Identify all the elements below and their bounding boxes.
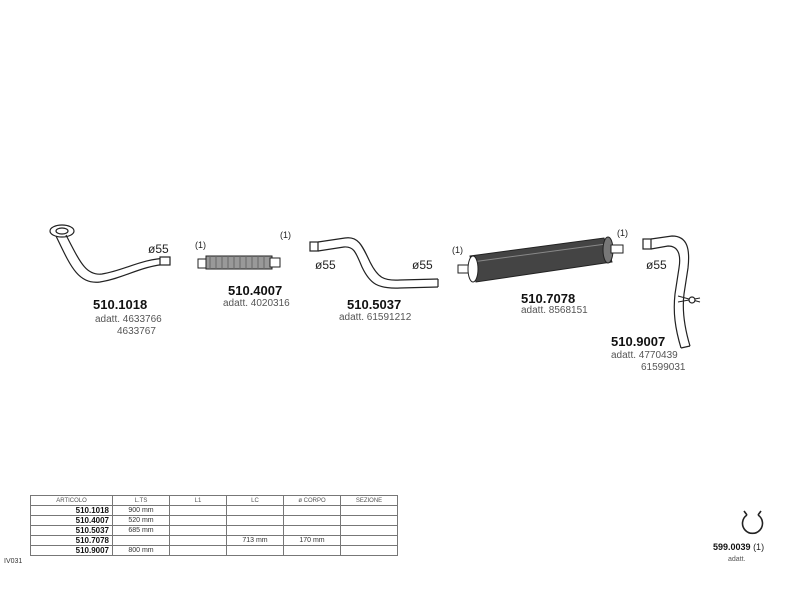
cell-l1 <box>169 535 227 546</box>
part-adatt-510-9007: adatt. 4770439 61599031 <box>611 350 686 374</box>
part-adatt-510-7078: adatt. 8568151 <box>521 305 588 316</box>
part-510-4007-drawing <box>197 255 281 270</box>
adatt-line: adatt. 4633766 <box>95 314 162 325</box>
part-510-5037-drawing <box>309 237 439 289</box>
header-lts: L.TS <box>112 495 170 506</box>
cell-lts <box>112 535 170 546</box>
cell-articolo: 510.1018 <box>30 505 113 516</box>
adatt-line: 4633767 <box>117 326 156 337</box>
note-mark: (1) <box>452 245 463 255</box>
cell-lc <box>226 505 284 516</box>
note-mark: (1) <box>195 240 206 250</box>
table-header-row: ARTICOLO L.TS L1 LC ø CORPO SEZIONE <box>30 495 398 506</box>
part-510-7078-drawing <box>457 236 624 283</box>
table-row-prefix: IV031 <box>4 558 23 565</box>
diameter-label: ø55 <box>148 242 169 256</box>
spec-table: ARTICOLO L.TS L1 LC ø CORPO SEZIONE 510.… <box>30 495 398 556</box>
header-articolo: ARTICOLO <box>30 495 113 506</box>
clip-code: 599.0039 <box>713 542 751 552</box>
part-adatt-510-4007: adatt. 4020316 <box>223 298 290 309</box>
cell-lc <box>226 525 284 536</box>
header-sezione: SEZIONE <box>340 495 398 506</box>
part-adatt-510-1018: adatt. 4633766 4633767 <box>95 314 162 338</box>
cell-corpo: 170 mm <box>283 535 341 546</box>
cell-lts: 800 mm <box>112 545 170 556</box>
header-lc: LC <box>226 495 284 506</box>
diameter-label: ø55 <box>412 258 433 272</box>
header-corpo: ø CORPO <box>283 495 341 506</box>
cell-lc <box>226 515 284 526</box>
cell-lts: 685 mm <box>112 525 170 536</box>
part-510-9007-drawing <box>642 235 701 349</box>
table-row: 510.5037 685 mm <box>30 525 398 536</box>
part-510-1018-drawing <box>49 224 171 283</box>
cell-articolo: 510.5037 <box>30 525 113 536</box>
cell-corpo <box>283 545 341 556</box>
cell-lts: 520 mm <box>112 515 170 526</box>
part-code-510-5037: 510.5037 <box>347 297 402 312</box>
clip-mark: (1) <box>753 542 765 552</box>
note-mark: (1) <box>280 230 291 240</box>
part-code-510-7078: 510.7078 <box>521 291 576 306</box>
clip-label: 599.0039 (1) <box>713 542 764 552</box>
cell-corpo <box>283 505 341 516</box>
cell-corpo <box>283 515 341 526</box>
part-code-510-4007: 510.4007 <box>228 283 283 298</box>
diameter-label: ø55 <box>646 258 667 272</box>
table-row: 510.1018 900 mm <box>30 505 398 516</box>
cell-sezione <box>340 515 398 526</box>
cell-corpo <box>283 525 341 536</box>
header-l1: L1 <box>169 495 227 506</box>
clip-adatt: adatt. <box>728 556 746 563</box>
cell-articolo: 510.9007 <box>30 545 113 556</box>
cell-l1 <box>169 515 227 526</box>
cell-sezione <box>340 545 398 556</box>
part-adatt-510-5037: adatt. 61591212 <box>339 312 412 323</box>
cell-sezione <box>340 505 398 516</box>
adatt-line: 61599031 <box>641 362 686 373</box>
table-row: 510.9007 800 mm <box>30 545 398 556</box>
diameter-label: ø55 <box>315 258 336 272</box>
cell-lts: 900 mm <box>112 505 170 516</box>
cell-sezione <box>340 525 398 536</box>
part-code-510-9007: 510.9007 <box>611 334 666 349</box>
cell-sezione <box>340 535 398 546</box>
part-code-510-1018: 510.1018 <box>93 297 148 312</box>
cell-articolo: 510.4007 <box>30 515 113 526</box>
cell-lc: 713 mm <box>226 535 284 546</box>
table-row: 510.4007 520 mm <box>30 515 398 526</box>
clip-599-0039-drawing <box>741 510 764 535</box>
cell-l1 <box>169 505 227 516</box>
table-row: 510.7078 713 mm 170 mm <box>30 535 398 546</box>
note-mark: (1) <box>617 228 628 238</box>
cell-articolo: 510.7078 <box>30 535 113 546</box>
cell-l1 <box>169 545 227 556</box>
adatt-line: adatt. 4770439 <box>611 350 678 361</box>
cell-lc <box>226 545 284 556</box>
cell-l1 <box>169 525 227 536</box>
